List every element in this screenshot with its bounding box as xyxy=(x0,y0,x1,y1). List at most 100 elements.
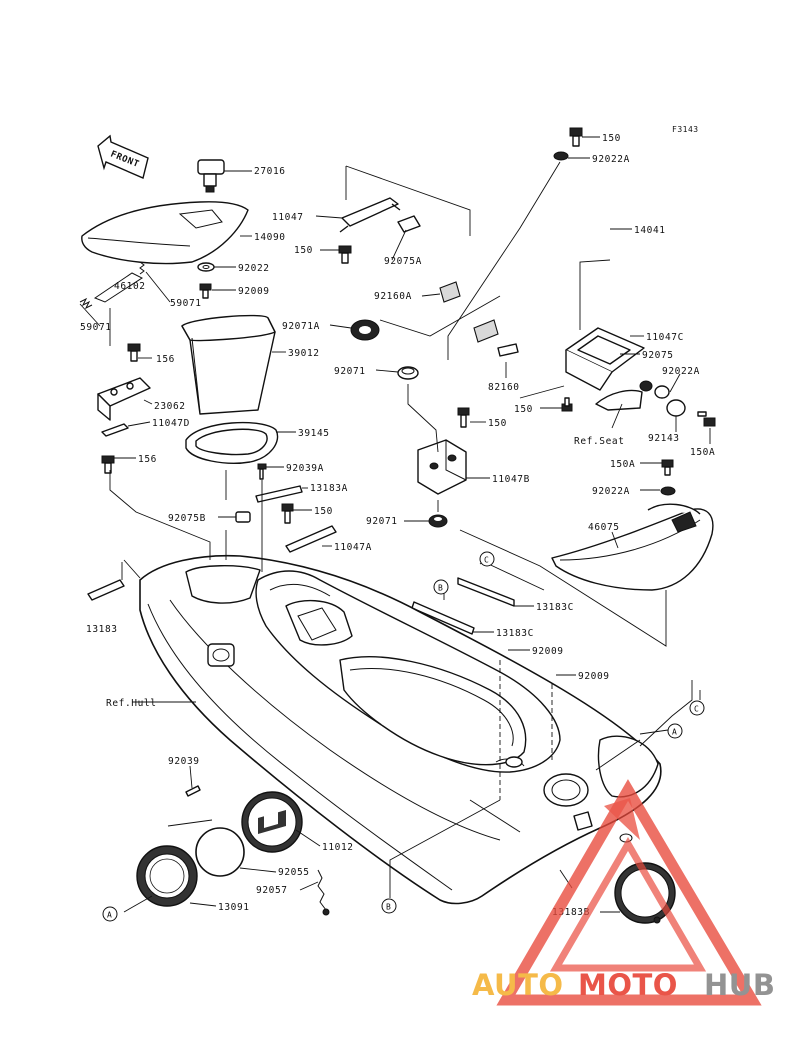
ref-seat: Ref.Seat xyxy=(574,436,625,447)
inspection-ring xyxy=(136,845,198,907)
callout-c-strip: C xyxy=(479,551,495,567)
watermark-logo xyxy=(496,779,762,1006)
label-92022: 92022 xyxy=(238,263,270,274)
label-11047A: 11047A xyxy=(334,542,372,553)
top-bracket xyxy=(338,197,461,303)
label-46102: 46102 xyxy=(114,281,146,292)
label-27016: 27016 xyxy=(254,166,286,177)
grommet-lower xyxy=(428,514,448,528)
label-92022A: 92022A xyxy=(662,366,700,377)
callout-a-bottom: A xyxy=(102,906,118,922)
label-92075B: 92075B xyxy=(168,513,206,524)
part-labels: 27016 14090 92022 92009 46102 59071 5907… xyxy=(80,133,715,918)
label-13183A: 13183A xyxy=(310,483,348,494)
label-46075: 46075 xyxy=(588,522,620,533)
watermark-auto: AUTO xyxy=(472,968,564,1002)
callout-c-hull: C xyxy=(689,700,705,716)
rubber-pad xyxy=(473,319,519,357)
label-92022A: 92022A xyxy=(592,154,630,165)
label-92143: 92143 xyxy=(648,433,680,444)
bolt xyxy=(457,407,470,428)
label-92055: 92055 xyxy=(278,867,310,878)
label-11012: 11012 xyxy=(322,842,354,853)
pad-b xyxy=(235,511,251,523)
label-92039: 92039 xyxy=(168,756,200,767)
grommet-upper xyxy=(397,366,419,380)
label-59071: 59071 xyxy=(170,298,202,309)
grab-handle xyxy=(551,459,714,591)
label-150: 150 xyxy=(488,418,507,429)
label-39012: 39012 xyxy=(288,348,320,359)
label-11047D: 11047D xyxy=(152,418,190,429)
label-11047B: 11047B xyxy=(492,474,530,485)
label-92057: 92057 xyxy=(256,885,288,896)
ref-hull: Ref.Hull xyxy=(106,698,157,709)
grommet-large xyxy=(350,319,380,341)
label-14090: 14090 xyxy=(254,232,286,243)
callout-b-bottom: B xyxy=(381,898,397,914)
label-82160: 82160 xyxy=(488,382,520,393)
svg-text:C: C xyxy=(484,556,489,565)
assembly-lines xyxy=(109,161,693,898)
label-14041: 14041 xyxy=(634,225,666,236)
label-92160A: 92160A xyxy=(374,291,412,302)
screw-92057 xyxy=(317,869,330,916)
label-11047C: 11047C xyxy=(646,332,684,343)
svg-text:A: A xyxy=(672,728,677,737)
front-arrow: FRONT xyxy=(97,134,149,179)
label-13183C: 13183C xyxy=(496,628,534,639)
hinge-bracket xyxy=(97,343,151,474)
label-92071A: 92071A xyxy=(282,321,320,332)
inspection-cap xyxy=(241,791,303,853)
svg-text:B: B xyxy=(386,903,391,912)
label-11047: 11047 xyxy=(272,212,304,223)
label-150A: 150A xyxy=(690,447,715,458)
label-156: 156 xyxy=(156,354,175,365)
callout-a-hull: A xyxy=(667,723,683,739)
callout-b-strip: B xyxy=(433,579,449,595)
svg-text:A: A xyxy=(107,911,112,920)
storage-lid xyxy=(81,201,249,265)
label-92071: 92071 xyxy=(366,516,398,527)
label-92009: 92009 xyxy=(532,646,564,657)
label-23062: 23062 xyxy=(154,401,186,412)
hinge-rod xyxy=(93,261,145,303)
label-92009: 92009 xyxy=(238,286,270,297)
latch-knob xyxy=(197,159,225,193)
label-13183: 13183 xyxy=(86,624,118,635)
svg-text:C: C xyxy=(694,705,699,714)
trim-strip xyxy=(411,577,515,635)
label-156: 156 xyxy=(138,454,157,465)
storage-bin xyxy=(181,314,276,415)
washer xyxy=(197,262,215,272)
seat-bracket xyxy=(561,327,716,427)
bolt-top-right xyxy=(553,127,583,161)
label-13183B: 13183B xyxy=(552,907,590,918)
watermark: AUTO MOTO HUB xyxy=(472,779,775,1006)
trim-strip-left xyxy=(87,579,125,601)
center-bracket xyxy=(417,439,467,495)
figure-code: F3143 xyxy=(672,125,699,134)
label-59071: 59071 xyxy=(80,322,112,333)
label-150: 150 xyxy=(602,133,621,144)
label-150A: 150A xyxy=(610,459,635,470)
label-92075A: 92075A xyxy=(384,256,422,267)
svg-text:B: B xyxy=(438,584,443,593)
label-92022A: 92022A xyxy=(592,486,630,497)
bracket-a xyxy=(281,503,337,553)
label-92075: 92075 xyxy=(642,350,674,361)
watermark-hub: HUB xyxy=(704,968,775,1002)
label-13091: 13091 xyxy=(218,902,250,913)
label-13183C: 13183C xyxy=(536,602,574,613)
label-92071: 92071 xyxy=(334,366,366,377)
hatch-ring xyxy=(614,862,676,924)
watermark-moto: MOTO xyxy=(578,968,678,1002)
label-92039A: 92039A xyxy=(286,463,324,474)
trim-strip-a xyxy=(255,463,303,503)
screw xyxy=(199,283,212,299)
bin-gasket xyxy=(185,421,279,464)
spring xyxy=(79,297,93,310)
label-150: 150 xyxy=(514,404,533,415)
label-150: 150 xyxy=(294,245,313,256)
